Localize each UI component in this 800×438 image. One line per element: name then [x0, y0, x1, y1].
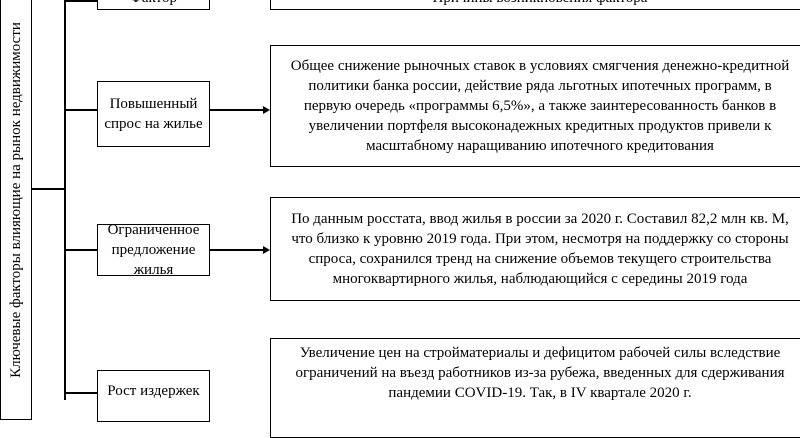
branch-line-row-2 [64, 249, 98, 251]
side-label: Ключевые факторы влияющие на рынок недви… [8, 22, 24, 378]
factor-box-costs: Рост издержек [97, 370, 210, 422]
reason-header: Причины возникновения фактора [270, 0, 800, 10]
reason-box-supply: По данным росстата, ввод жилья в россии … [270, 197, 800, 301]
trunk-line [64, 0, 66, 400]
factor-box-supply: Ограниченное предложение жилья [97, 222, 210, 278]
branch-line-row-1 [64, 109, 98, 111]
reason-text-costs: Увеличение цен на стройматериалы и дефиц… [295, 345, 785, 401]
reason-box-costs: Увеличение цен на стройматериалы и дефиц… [270, 338, 800, 438]
reason-text-supply: По данным росстата, ввод жилья в россии … [291, 211, 789, 287]
link-line-row-2 [210, 249, 263, 251]
arrow-row-1 [263, 106, 270, 114]
factor-header-label: Фактор [130, 0, 177, 8]
factor-header: Фактор [97, 0, 210, 10]
side-link-line [32, 188, 66, 190]
factor-box-demand: Повышенный спрос на жилье [97, 81, 210, 147]
reason-text-demand: Общее снижение рыночных ставок в условия… [290, 58, 790, 154]
factor-label-supply: Ограниченное предложение жилья [107, 222, 200, 278]
arrow-row-2 [263, 246, 270, 254]
reason-box-demand: Общее снижение рыночных ставок в условия… [270, 45, 800, 167]
branch-line-header [64, 0, 98, 2]
factor-label-demand: Повышенный спрос на жилье [104, 96, 203, 132]
link-line-row-1 [210, 109, 263, 111]
factor-label-costs: Рост издержек [107, 383, 200, 399]
branch-line-row-3 [64, 392, 98, 394]
reason-header-label: Причины возникновения фактора [433, 0, 648, 8]
side-label-box: Ключевые факторы влияющие на рынок недви… [0, 0, 32, 420]
